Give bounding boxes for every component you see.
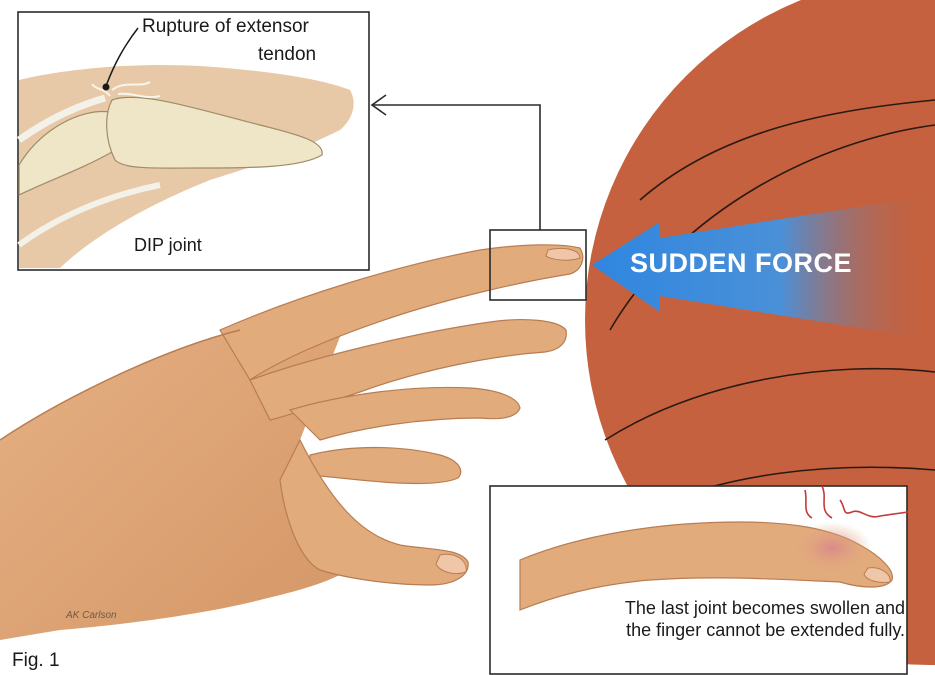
inset-top-pointer-dot (103, 84, 110, 91)
inset-top-joint-label: DIP joint (134, 235, 202, 256)
inset-bottom-swelling (792, 522, 872, 574)
figure-label: Fig. 1 (12, 650, 60, 672)
inset-top-title-line2: tendon (258, 44, 316, 66)
artist-signature: AK Carlson (66, 610, 117, 621)
inset-top-title-line1: Rupture of extensor (142, 16, 309, 38)
force-label: SUDDEN FORCE (630, 248, 852, 279)
connector-line (372, 105, 540, 230)
finger-little (310, 448, 461, 484)
inset-top (18, 12, 369, 270)
inset-bottom (490, 486, 908, 674)
inset-bottom-caption: The last joint becomes swollen and the f… (600, 597, 905, 641)
